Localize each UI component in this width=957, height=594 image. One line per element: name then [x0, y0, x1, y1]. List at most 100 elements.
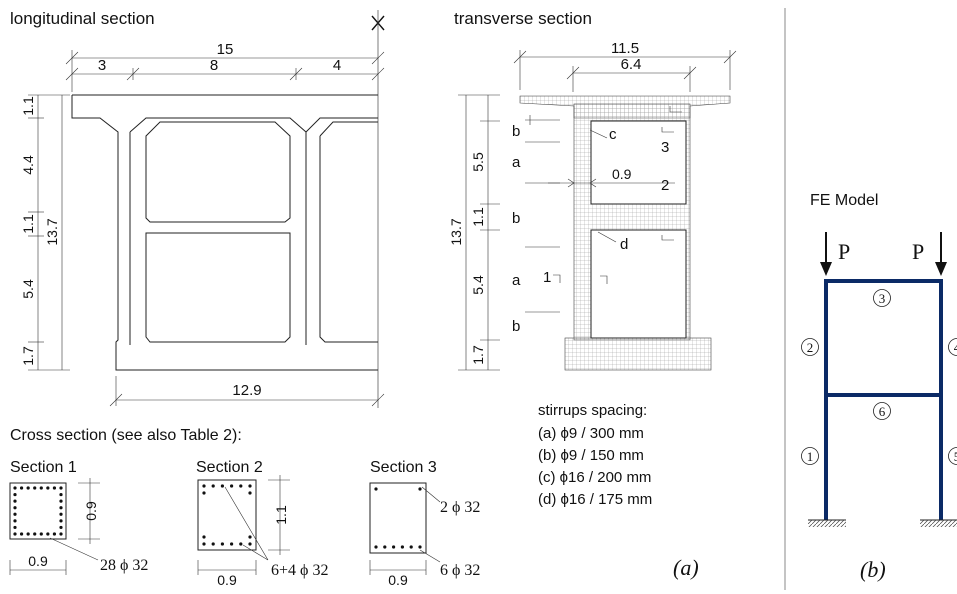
- rebar-dot: [418, 487, 422, 491]
- section-1-bars: 28 ϕ 32: [100, 557, 148, 574]
- section-3: Section 3 2 ϕ 32 6 ϕ 32 0.9: [369, 459, 480, 588]
- rebar-dot: [19, 486, 24, 490]
- section-mark-2: 2: [661, 177, 669, 194]
- stirrup-b: (b) ϕ9 / 150 mm: [538, 447, 644, 464]
- label-wall-thickness: 0.9: [612, 166, 632, 182]
- stirrups-legend: stirrups spacing: (a) ϕ9 / 300 mm (b) ϕ9…: [538, 402, 652, 508]
- top-dimensions: 15 3 8 4: [65, 41, 385, 92]
- section-2-height: 1.1: [273, 505, 289, 525]
- trans-dim-upper: 5.5: [470, 152, 486, 172]
- dim-span: 8: [210, 57, 218, 74]
- dim-box-width: 6.4: [621, 56, 642, 73]
- rebar-dot: [383, 545, 387, 549]
- rebar-dot: [59, 512, 63, 516]
- member-label-1: 1: [807, 449, 814, 464]
- fe-model: FE Model P P 1 2 3: [801, 192, 957, 582]
- rebar-dot: [59, 506, 63, 510]
- panel-label-a: (a): [673, 555, 699, 580]
- section-3-bottom-bars: 6 ϕ 32: [440, 562, 480, 579]
- rebar-dot: [248, 535, 252, 539]
- member-labels: 1 2 3 4 5 6: [801, 289, 957, 465]
- rebar-dot: [26, 532, 30, 536]
- rebar-dot: [13, 512, 17, 516]
- section-2-title: Section 2: [196, 459, 263, 476]
- fe-title: FE Model: [810, 192, 878, 209]
- section-1-width: 0.9: [28, 553, 48, 569]
- rebar-dot: [52, 486, 57, 490]
- trans-top-dimensions: 11.5 6.4: [513, 40, 737, 92]
- upper-void: [590, 120, 687, 205]
- rebar-dot: [19, 532, 24, 536]
- rebar-dot: [230, 484, 234, 488]
- stirrup-zones: b a b a b: [512, 115, 560, 335]
- trans-dim-foundation: 1.7: [470, 345, 486, 365]
- section-1-title: Section 1: [10, 459, 77, 476]
- stirrup-d: (d) ϕ16 / 175 mm: [538, 491, 652, 508]
- cross-sections: Cross section (see also Table 2): Sectio…: [9, 427, 480, 588]
- support-icon: [808, 519, 957, 527]
- section-mark-1: 1: [543, 269, 551, 286]
- dim-foundation: 1.7: [20, 346, 36, 366]
- longitudinal-title: longitudinal section: [10, 9, 155, 28]
- rebar-dot: [13, 499, 17, 503]
- lower-void: [590, 229, 687, 339]
- rebar-dot: [248, 542, 252, 546]
- section-mark-3: 3: [661, 139, 669, 156]
- rebar-dot: [13, 525, 17, 530]
- rebar-dot: [13, 506, 17, 510]
- rebar-dot: [239, 484, 243, 488]
- rebar-dot: [202, 484, 206, 488]
- stirrups-title: stirrups spacing:: [538, 402, 647, 419]
- rebar-dot: [59, 532, 63, 536]
- bottom-dimension: 12.9: [109, 376, 385, 407]
- rebar-dot: [39, 532, 43, 536]
- dim-deck-width: 11.5: [611, 40, 639, 57]
- rebar-dot: [13, 492, 17, 497]
- rebar-dot: [220, 542, 224, 546]
- label-c: c: [609, 126, 617, 143]
- rebar-dot: [202, 542, 206, 546]
- section-3-rebars: [374, 487, 422, 549]
- rebar-dot: [230, 542, 234, 546]
- transverse-section: transverse section 11.5 6.4: [448, 8, 786, 590]
- rebar-dot: [202, 535, 206, 539]
- rebar-dot: [220, 484, 224, 488]
- rebar-dot: [13, 486, 17, 490]
- section-1: Section 1 0.9 0.9 28 ϕ 32: [9, 459, 148, 575]
- transverse-title: transverse section: [454, 9, 592, 28]
- rebar-dot: [392, 545, 396, 549]
- section-1-height: 0.9: [83, 501, 99, 521]
- member-label-6: 6: [879, 404, 886, 419]
- rebar-dot: [13, 532, 17, 536]
- rebar-dot: [52, 532, 57, 536]
- section-3-width: 0.9: [388, 572, 408, 588]
- section-2-width: 0.9: [217, 572, 237, 588]
- dim-upper-opening: 4.4: [20, 155, 36, 175]
- zone-b-bottom: b: [512, 318, 520, 335]
- section-2-bars: 6+4 ϕ 32: [271, 562, 328, 579]
- dim-base-length: 12.9: [232, 382, 261, 399]
- rebar-dot: [59, 519, 63, 523]
- rebar-dot: [409, 545, 413, 549]
- dim-cantilever: 3: [98, 57, 106, 74]
- dim-beam: 1.1: [20, 214, 36, 234]
- section-annotations: c d 0.9 3 2 1: [543, 106, 682, 286]
- rebar-dot: [46, 532, 50, 536]
- rebar-dot: [46, 486, 50, 490]
- rebar-dot: [13, 519, 17, 523]
- load-p-left: P: [838, 239, 850, 264]
- member-label-5: 5: [954, 449, 957, 464]
- longitudinal-section: longitudinal section 15 3 8 4: [10, 9, 385, 408]
- left-dimensions: 1.1 4.4 1.1 5.4 1.7 13.7: [20, 94, 70, 371]
- section-1-rebars: [13, 486, 63, 536]
- cross-title: Cross section (see also Table 2):: [10, 427, 242, 444]
- dim-half-span: 4: [333, 57, 341, 74]
- panel-label-b: (b): [860, 557, 886, 582]
- label-d: d: [620, 236, 628, 253]
- foundation-block: [564, 337, 712, 371]
- rebar-dot: [248, 491, 252, 495]
- dim-deck: 1.1: [20, 96, 36, 116]
- zone-a-upper: a: [512, 154, 521, 171]
- rebar-dot: [239, 542, 243, 546]
- rebar-dot: [211, 542, 215, 546]
